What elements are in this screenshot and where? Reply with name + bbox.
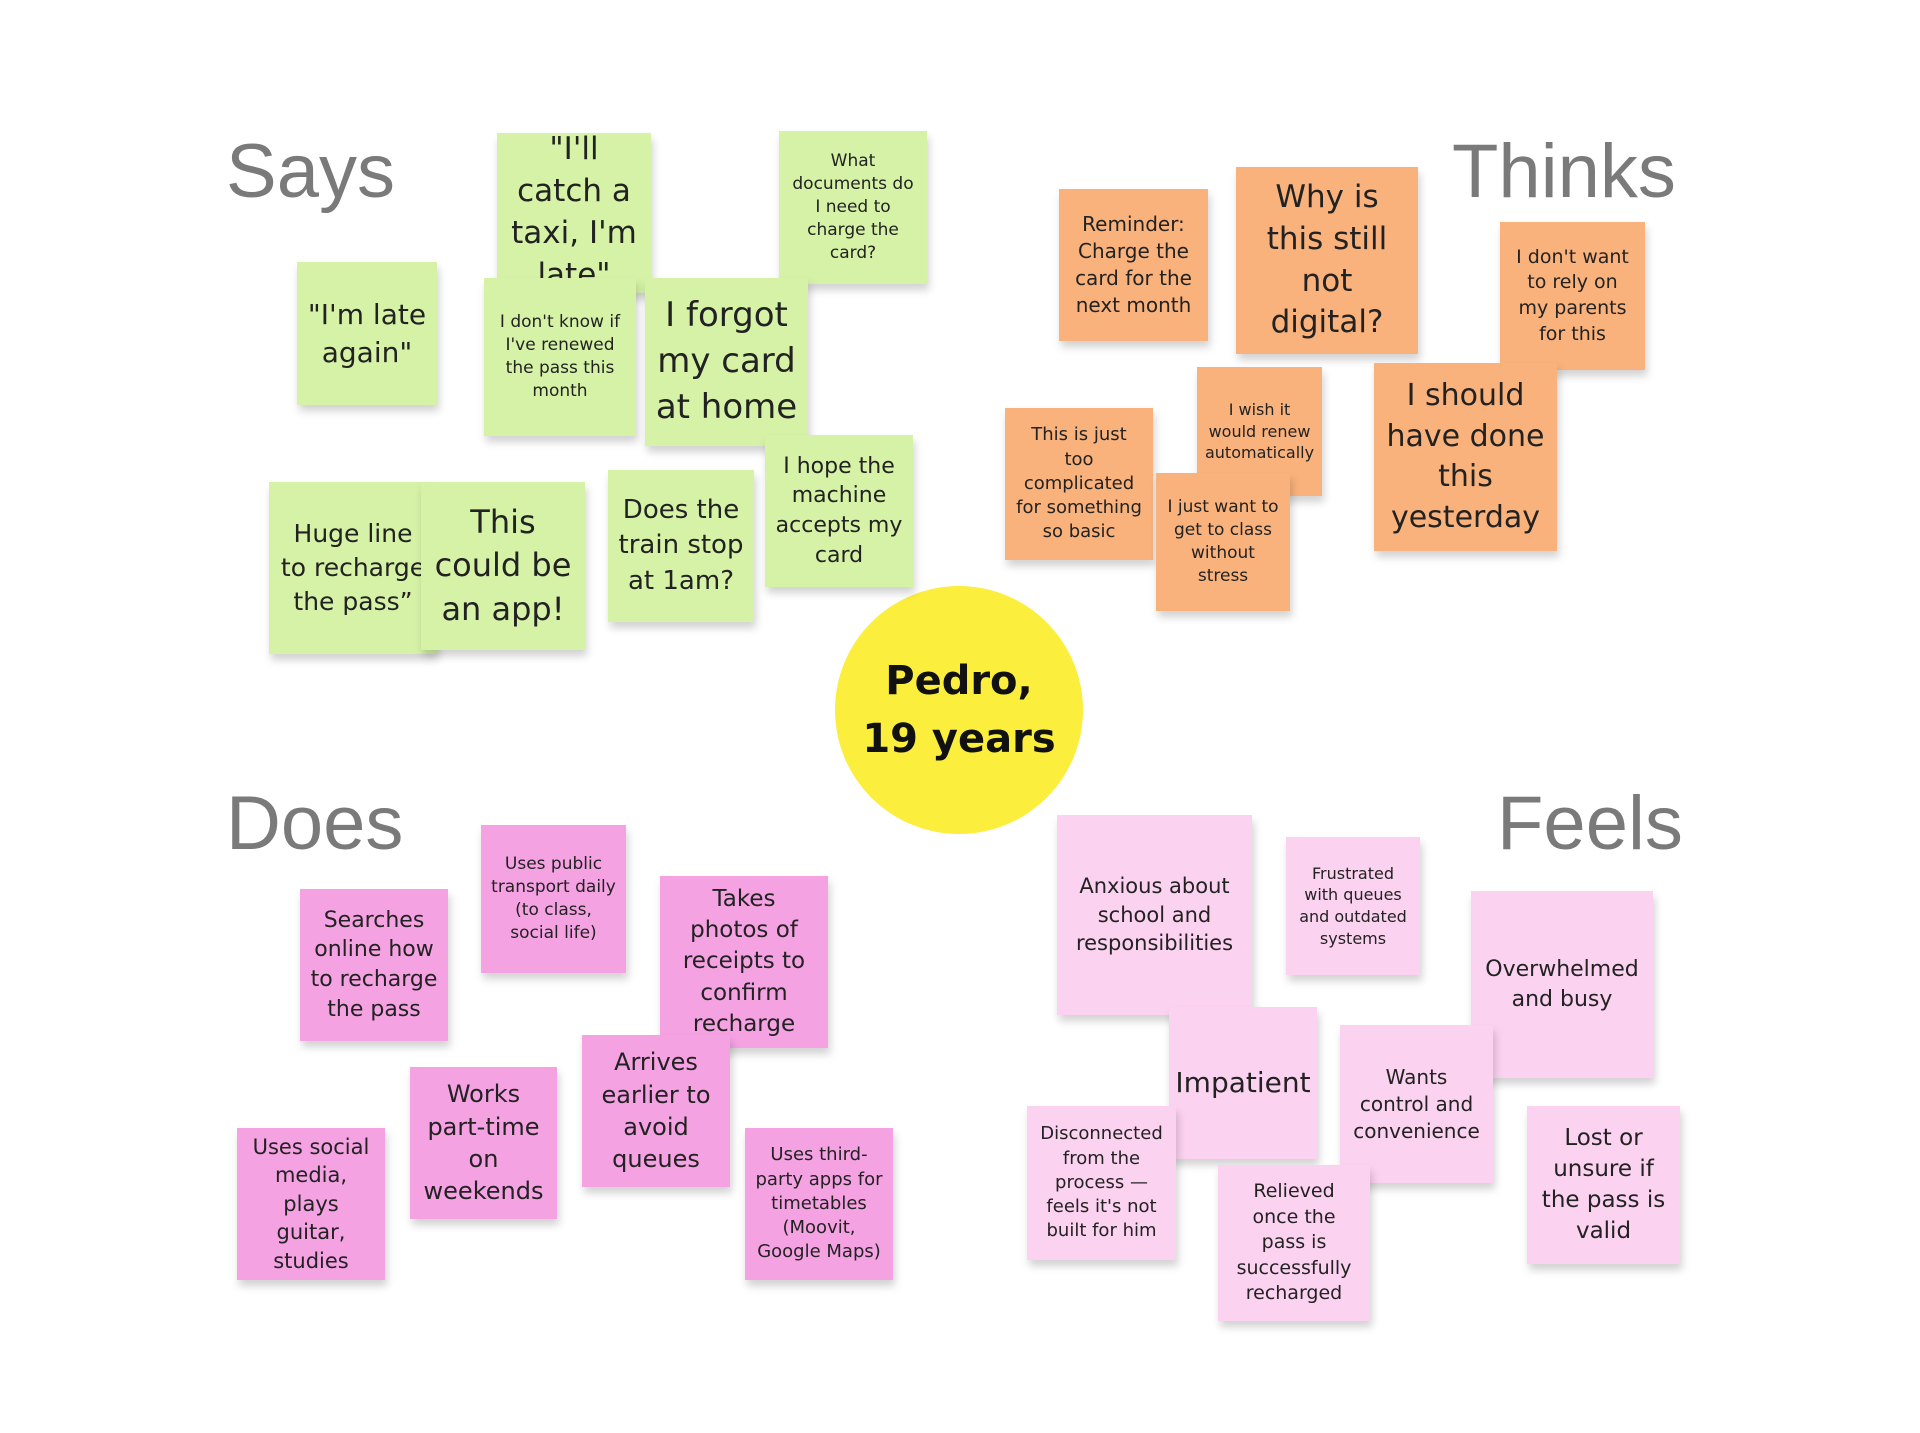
does-note-photos-receipts[interactable]: Takes photos of receipts to confirm rech… [660, 876, 828, 1048]
feels-note-wants-control[interactable]: Wants control and convenience [1340, 1025, 1493, 1183]
note-text: Huge line to recharge the pass” [280, 519, 426, 616]
says-note-renewed-pass[interactable]: I don't know if I've renewed the pass th… [484, 278, 636, 436]
note-text: Reminder: Charge the card for the next m… [1075, 212, 1192, 317]
persona-circle[interactable]: Pedro, 19 years [835, 586, 1083, 834]
note-text: Uses social media, plays guitar, studies [252, 1135, 370, 1273]
does-note-public-transport[interactable]: Uses public transport daily (to class, s… [481, 825, 626, 973]
says-note-train-stop[interactable]: Does the train stop at 1am? [608, 470, 754, 622]
heading-does: Does [226, 781, 404, 866]
note-text: This could be an app! [434, 503, 572, 628]
note-text: This is just too complicated for somethi… [1016, 424, 1142, 543]
note-text: Overwhelmed and busy [1485, 956, 1639, 1012]
note-text: Frustrated with queues and outdated syst… [1299, 863, 1407, 948]
note-text: Anxious about school and responsibilitie… [1075, 874, 1234, 956]
does-note-part-time[interactable]: Works part-time on weekends [410, 1067, 557, 1219]
note-text: I forgot my card at home [655, 295, 798, 427]
note-text: Lost or unsure if the pass is valid [1541, 1124, 1666, 1245]
thinks-note-too-complicated[interactable]: This is just too complicated for somethi… [1005, 408, 1153, 560]
does-note-arrives-earlier[interactable]: Arrives earlier to avoid queues [582, 1035, 730, 1187]
thinks-note-yesterday[interactable]: I should have done this yesterday [1374, 363, 1557, 551]
note-text: I wish it would renew automatically [1204, 400, 1315, 463]
does-note-social-media[interactable]: Uses social media, plays guitar, studies [237, 1128, 385, 1280]
note-text: Uses public transport daily (to class, s… [491, 854, 616, 943]
note-text: I hope the machine accepts my card [775, 453, 903, 568]
feels-note-overwhelmed[interactable]: Overwhelmed and busy [1471, 891, 1653, 1078]
note-text: "I'm late again" [307, 297, 427, 369]
persona-label: Pedro, 19 years [862, 658, 1056, 762]
says-note-catch-taxi[interactable]: "I'll catch a taxi, I'm late" [497, 133, 651, 293]
thinks-note-not-digital[interactable]: Why is this still not digital? [1236, 167, 1418, 354]
thinks-note-parents[interactable]: I don't want to rely on my parents for t… [1500, 222, 1645, 370]
note-text: I just want to get to class without stre… [1167, 497, 1279, 586]
note-text: I should have done this yesterday [1386, 378, 1545, 535]
note-text: "I'll catch a taxi, I'm late" [511, 133, 637, 293]
note-text: Takes photos of receipts to confirm rech… [682, 886, 806, 1037]
does-note-searches-online[interactable]: Searches online how to recharge the pass [300, 889, 448, 1041]
note-text: Arrives earlier to avoid queues [601, 1048, 711, 1174]
feels-note-anxious[interactable]: Anxious about school and responsibilitie… [1057, 815, 1252, 1015]
feels-note-frustrated[interactable]: Frustrated with queues and outdated syst… [1286, 837, 1420, 975]
says-note-could-be-app[interactable]: This could be an app! [421, 482, 585, 650]
note-text: Searches online how to recharge the pass [310, 907, 438, 1022]
note-text: What documents do I need to charge the c… [792, 151, 914, 263]
feels-note-relieved[interactable]: Relieved once the pass is successfully r… [1218, 1165, 1370, 1321]
heading-thinks: Thinks [1452, 129, 1676, 214]
says-note-machine[interactable]: I hope the machine accepts my card [765, 435, 913, 587]
heading-feels: Feels [1497, 781, 1683, 866]
says-note-documents[interactable]: What documents do I need to charge the c… [779, 131, 927, 284]
note-text: Does the train stop at 1am? [618, 495, 744, 596]
thinks-note-reminder[interactable]: Reminder: Charge the card for the next m… [1059, 189, 1208, 341]
says-note-forgot-card[interactable]: I forgot my card at home [645, 278, 808, 446]
says-note-huge-line[interactable]: Huge line to recharge the pass” [269, 482, 437, 654]
note-text: Uses third-party apps for timetables (Mo… [755, 1144, 883, 1263]
note-text: Works part-time on weekends [423, 1080, 544, 1206]
note-text: Why is this still not digital? [1266, 178, 1388, 341]
does-note-third-party-apps[interactable]: Uses third-party apps for timetables (Mo… [745, 1128, 893, 1280]
says-note-late-again[interactable]: "I'm late again" [297, 262, 437, 405]
note-text: Wants control and convenience [1353, 1064, 1480, 1143]
feels-note-disconnected[interactable]: Disconnected from the process — feels it… [1027, 1106, 1176, 1260]
note-text: Disconnected from the process — feels it… [1040, 1123, 1163, 1242]
note-text: Relieved once the pass is successfully r… [1236, 1179, 1352, 1305]
note-text: I don't want to rely on my parents for t… [1516, 245, 1629, 345]
note-text: I don't know if I've renewed the pass th… [499, 312, 621, 401]
note-text: Impatient [1175, 1066, 1311, 1100]
heading-says: Says [226, 129, 395, 214]
thinks-note-without-stress[interactable]: I just want to get to class without stre… [1156, 473, 1290, 611]
feels-note-lost-unsure[interactable]: Lost or unsure if the pass is valid [1527, 1106, 1680, 1264]
feels-note-impatient[interactable]: Impatient [1169, 1007, 1317, 1159]
